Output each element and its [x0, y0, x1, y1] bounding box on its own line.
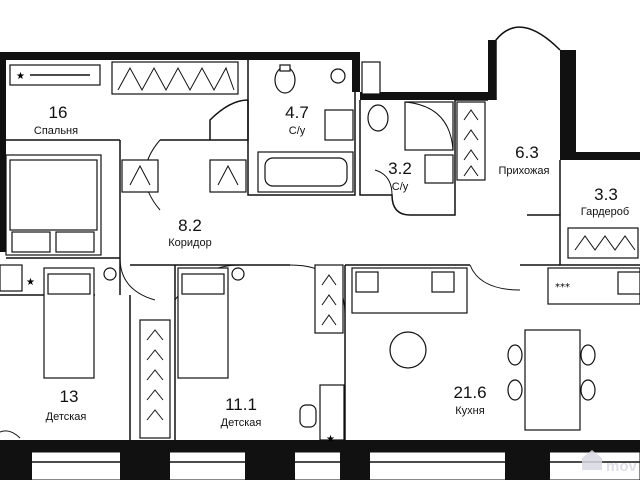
- kitchen-furniture: ***: [351, 267, 640, 431]
- house-pin-icon: [582, 450, 602, 470]
- room-area-kids1: 13: [60, 387, 79, 406]
- interior-walls: [0, 26, 640, 440]
- svg-text:★: ★: [26, 277, 35, 288]
- room-name-kids1: Детская: [46, 411, 87, 423]
- room-name-bedroom: Спальня: [34, 125, 78, 137]
- room-area-bedroom: 16: [49, 103, 68, 122]
- room-area-wardrobe: 3.3: [594, 185, 618, 204]
- room-name-hall: Прихожая: [499, 165, 550, 177]
- room-name-corridor: Коридор: [168, 237, 211, 249]
- room-area-hall: 6.3: [515, 143, 539, 162]
- room-area-kids2: 11.1: [225, 395, 257, 414]
- room-name-bath1: С/у: [289, 125, 306, 137]
- room-area-bath1: 4.7: [285, 103, 309, 122]
- room-area-kitchen: 21.6: [453, 383, 486, 402]
- window-strip: [0, 451, 640, 480]
- exterior-walls: [0, 40, 640, 452]
- logo-text: mov: [606, 458, 638, 475]
- room-name-kids2: Детская: [221, 417, 262, 429]
- svg-text:***: ***: [555, 282, 570, 293]
- svg-text:★: ★: [326, 434, 335, 445]
- svg-text:★: ★: [16, 71, 25, 82]
- room-area-corridor: 8.2: [178, 216, 202, 235]
- watermark-logo: mov: [582, 450, 638, 475]
- room-area-bath2: 3.2: [388, 159, 412, 178]
- room-name-wardrobe: Гардероб: [581, 206, 629, 218]
- room-labels: 16 Спальня 4.7 С/у 3.2 С/у 6.3 Прихожая …: [34, 103, 629, 429]
- room-name-bath2: С/у: [392, 181, 409, 193]
- bedroom-furniture: ★: [5, 61, 247, 256]
- bath2-fixtures: [361, 61, 486, 184]
- kids1-furniture: ★: [0, 264, 171, 439]
- wardrobe-fixtures: [567, 227, 639, 259]
- kids2-furniture: ★: [177, 264, 345, 445]
- bath1-fixtures: [257, 64, 354, 193]
- room-name-kitchen: Кухня: [455, 405, 484, 417]
